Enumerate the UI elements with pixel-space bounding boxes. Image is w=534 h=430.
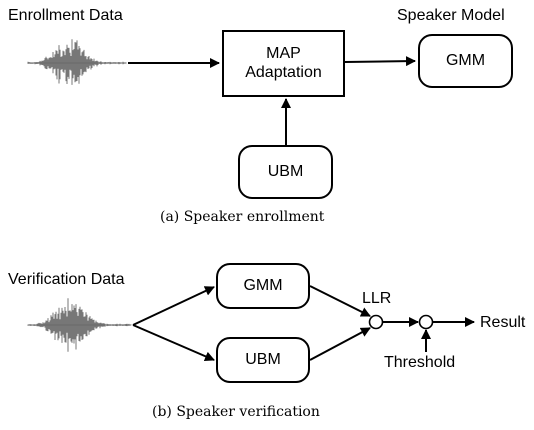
speaker-model-label: Speaker Model bbox=[397, 7, 505, 24]
verification-gmm-box: GMM bbox=[216, 263, 310, 309]
llr-node bbox=[368, 314, 384, 330]
verification-gmm-label: GMM bbox=[243, 276, 283, 294]
arrow-map-to-gmm bbox=[344, 56, 416, 67]
threshold-label: Threshold bbox=[384, 354, 456, 371]
map-adaptation-line2: Adaptation bbox=[245, 63, 322, 81]
arrow-gmm-to-llr bbox=[309, 285, 371, 317]
result-label: Result bbox=[480, 314, 526, 331]
speaker-gmm-box: GMM bbox=[418, 34, 513, 88]
caption-enrollment: (a) Speaker enrollment bbox=[160, 209, 325, 225]
map-adaptation-box: MAP Adaptation bbox=[222, 30, 345, 97]
threshold-node bbox=[418, 314, 434, 330]
enrollment-waveform bbox=[27, 39, 127, 85]
arrow-data-to-ubm bbox=[132, 324, 215, 362]
verification-data-label: Verification Data bbox=[8, 271, 125, 288]
verification-ubm-box: UBM bbox=[216, 337, 310, 383]
llr-label: LLR bbox=[362, 290, 392, 307]
arrow-ubm-to-llr bbox=[309, 327, 371, 361]
enrollment-ubm-box: UBM bbox=[238, 145, 333, 199]
verification-ubm-label: UBM bbox=[245, 350, 281, 368]
map-adaptation-line1: MAP bbox=[266, 45, 301, 63]
caption-verification: (b) Speaker verification bbox=[152, 404, 320, 420]
speaker-gmm-label: GMM bbox=[445, 51, 486, 69]
enrollment-data-label: Enrollment Data bbox=[8, 7, 123, 24]
verification-waveform bbox=[27, 298, 132, 352]
arrow-data-to-gmm bbox=[132, 286, 215, 326]
enrollment-ubm-label: UBM bbox=[267, 162, 304, 180]
